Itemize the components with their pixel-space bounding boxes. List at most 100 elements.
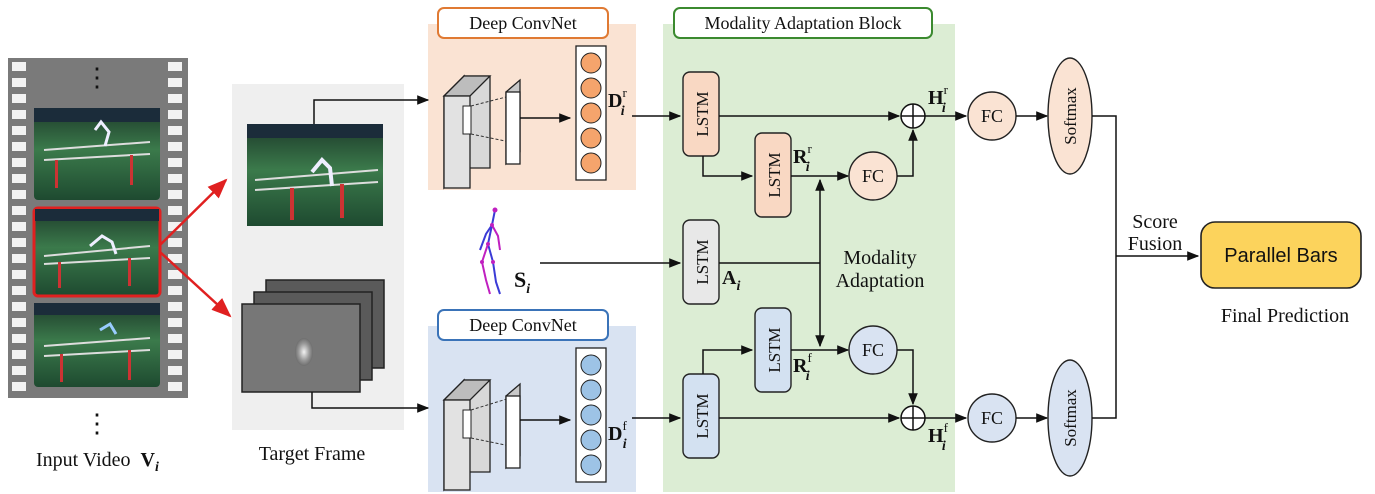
red-arrow-to-flow [159,251,232,318]
red-arrow-to-rgb [159,178,228,246]
video-frame-1 [34,108,160,200]
input-film-strip: ⋮ ⋮ [8,58,188,438]
label-A-main: A [722,267,737,289]
label-Rr-sub: i [806,160,810,175]
flow-node-4 [580,429,602,451]
label-Df-sub: i [623,437,627,452]
label-Rf-sub: i [806,369,810,384]
arrow-fc-flow-to-sum [897,349,918,406]
rgb-node-3 [580,102,602,124]
lstm-rgb-1: LSTM [682,71,720,157]
label-Dr-sub: i [621,104,625,119]
dots-top: ⋮ [84,63,110,92]
output-label: Parallel Bars [1224,245,1337,267]
mab-title-box [673,7,933,39]
arrow-flow-to-convnet [311,392,430,413]
label-Df-main: D [608,423,622,445]
label-Hf-main: H [928,425,944,447]
lstm-skeleton-label: LSTM [693,239,712,284]
lstm-rgb-2: LSTM [754,132,792,218]
label-Dr-sup: r [622,85,627,100]
video-frame-3 [34,303,160,387]
film-sprocket-holes [12,62,182,391]
sum-node-flow [900,405,926,431]
convnet-rgb-title: Deep ConvNet [469,13,576,33]
target-flow-stack [241,279,385,393]
label-Df-sup: f [622,418,627,433]
label-Hr-main: H [928,87,944,109]
input-video-caption: Input Video Vi [36,449,159,475]
target-frame-caption: Target Frame [259,443,366,465]
arrow-rgb-to-convnet [313,95,430,124]
dots-bottom: ⋮ [84,409,110,438]
target-rgb-frame [247,124,383,226]
label-Rr-main: R [793,146,808,168]
lstm-flow-2-label: LSTM [765,327,784,372]
label-S: Si [514,267,530,297]
label-Rf-sup: f [807,350,812,365]
arrow-lstm-rgb-down [702,156,754,181]
arrow-fc-rgb-to-sum [897,128,918,177]
convnet-flow-title-box [437,309,609,341]
input-video-sub: i [155,460,159,475]
modality-adaptation-line1: Modality [843,247,916,269]
fc-rgb-outer-label: FC [981,106,1003,126]
softmax-rgb-label: Softmax [1061,87,1080,145]
label-Hf-sub: i [942,439,946,454]
label-Hr-sub: i [942,101,946,116]
input-video-symbol: V [141,449,156,471]
softmax-flow-label: Softmax [1061,389,1080,447]
rgb-node-5 [580,152,602,174]
flow-node-1 [580,354,602,376]
fc-rgb-inner-label: FC [862,166,884,186]
input-video-caption-text: Input Video [36,449,131,471]
flow-node-3 [580,404,602,426]
mab-title: Modality Adaptation Block [705,13,902,33]
convnet-flow-title: Deep ConvNet [469,315,576,335]
label-A: Ai [722,267,740,294]
fc-flow-outer: FC [967,393,1017,443]
fc-flow-outer-label: FC [981,408,1003,428]
convnet-flow-layers [442,378,572,492]
score-fusion-line2: Fusion [1128,233,1182,255]
lstm-flow-2: LSTM [754,307,792,393]
label-Dr-main: D [608,90,622,112]
video-frame-2-selected [32,206,162,298]
label-S-main: S [514,267,526,292]
softmax-rgb: Softmax [1047,57,1093,175]
flow-node-5 [580,454,602,476]
lstm-skeleton: LSTM [682,219,720,305]
fc-rgb-outer: FC [967,91,1017,141]
skeleton-figure [479,207,501,295]
label-S-sub: i [526,282,530,297]
fc-rgb-inner: FC [848,151,898,201]
fc-flow-inner-label: FC [862,340,884,360]
label-Hr-sup: r [944,82,949,97]
rgb-node-2 [580,77,602,99]
output-box [1200,221,1362,289]
convnet-rgb-layers [442,74,572,190]
flow-node-2 [580,379,602,401]
label-A-sub: i [736,279,740,294]
sum-node-rgb [900,103,926,129]
lstm-flow-1: LSTM [682,373,720,459]
final-prediction-caption: Final Prediction [1221,305,1349,327]
label-Rf-main: R [793,355,808,377]
modality-adaptation-line2: Adaptation [836,270,925,292]
label-Rr-sup: r [807,141,812,156]
score-fusion-line1: Score [1132,211,1178,233]
convnet-rgb-title-box [437,7,609,39]
label-Hf-sup: f [944,420,949,435]
lstm-flow-1-label: LSTM [693,393,712,438]
softmax-flow: Softmax [1047,359,1093,477]
rgb-node-4 [580,127,602,149]
lstm-rgb-2-label: LSTM [765,152,784,197]
arrow-lstm-flow-up [702,345,754,374]
rgb-node-1 [580,52,602,74]
lstm-rgb-1-label: LSTM [693,91,712,136]
